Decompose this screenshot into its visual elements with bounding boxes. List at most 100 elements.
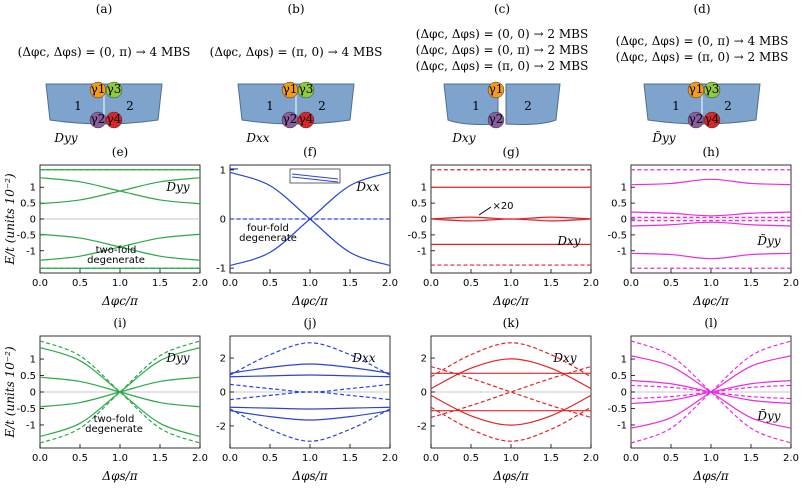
legend-label: Dxx — [355, 180, 379, 194]
series-line — [430, 365, 592, 419]
x-tick-label: 0.0 — [222, 278, 238, 289]
y-tick-label: 0 — [30, 388, 36, 399]
series-line — [430, 218, 592, 222]
panel-label: (h) — [702, 145, 719, 159]
x-tick-label: 0.0 — [623, 278, 639, 289]
series-line — [229, 342, 391, 376]
x-tick-label: 0.0 — [423, 278, 439, 289]
x-tick-label: 1.0 — [703, 278, 719, 289]
mbs-sphere — [703, 81, 721, 99]
x-tick-label: 1.0 — [503, 278, 519, 289]
mbs-label: γ2 — [91, 112, 106, 126]
series-line — [430, 342, 592, 378]
x-axis-label: Δφc/π — [291, 294, 329, 308]
y-tick-label: -0.5 — [407, 230, 427, 241]
x-tick-label: 2.0 — [382, 453, 398, 464]
annotation-text: four-fold — [247, 223, 289, 234]
inset-line — [291, 173, 339, 180]
x-tick-label: 0.0 — [222, 453, 238, 464]
y-tick-label: 2 — [421, 354, 427, 365]
x-tick-label: 0.5 — [262, 278, 278, 289]
x-tick-label: 2.0 — [583, 453, 599, 464]
y-tick-label: 0 — [621, 215, 627, 226]
y-tick-label: -1 — [26, 420, 36, 431]
panel-label: (i) — [113, 316, 126, 330]
panel-label: (k) — [503, 316, 520, 330]
legend-label: D̃yy — [756, 233, 780, 248]
y-tick-label: -1 — [617, 420, 627, 431]
mbs-label: γ2 — [689, 112, 704, 126]
y-tick-label: 0.5 — [20, 371, 36, 382]
mbs-label: γ3 — [299, 82, 314, 96]
series-line — [229, 374, 391, 378]
condition-text: (Δφc, Δφs) = (π, 0) → 4 MBS — [210, 45, 383, 59]
device-label: Dyy — [53, 131, 77, 145]
x-axis-label: Δφc/π — [101, 294, 139, 308]
series-line — [39, 177, 201, 205]
panel-label: (e) — [112, 145, 128, 159]
x-tick-label: 1.0 — [302, 453, 318, 464]
x-axis-label: Δφc/π — [492, 294, 530, 308]
annotation-text: two-fold — [96, 245, 137, 256]
x-tick-label: 0.5 — [463, 453, 479, 464]
y-tick-label: 0.5 — [411, 199, 427, 210]
series-line — [630, 178, 792, 186]
inset-line — [291, 176, 339, 183]
series-line — [630, 221, 792, 227]
x-tick-label: 1.0 — [503, 453, 519, 464]
y-axis-label: E/t (units 10⁻²) — [3, 346, 17, 439]
y-tick-label: 1 — [621, 355, 627, 366]
y-tick-label: -0.5 — [16, 230, 36, 241]
series-line — [39, 376, 201, 408]
block-label-1: 1 — [672, 99, 680, 113]
x-tick-label: 2.0 — [783, 453, 799, 464]
x-tick-label: 1.0 — [302, 278, 318, 289]
y-tick-label: 0 — [421, 388, 427, 399]
series-line — [229, 383, 391, 393]
mbs-label: γ2 — [283, 112, 298, 126]
mbs-label: γ3 — [107, 82, 122, 96]
series-line — [630, 340, 792, 444]
y-tick-label: -0.5 — [607, 404, 627, 415]
block-2 — [505, 83, 561, 125]
x-tick-label: 1.0 — [112, 453, 128, 464]
block-label-1: 1 — [472, 99, 480, 113]
mbs-sphere — [487, 111, 505, 129]
x-tick-label: 0.0 — [32, 453, 48, 464]
y-tick-label: 0.5 — [611, 371, 627, 382]
y-tick-label: -2 — [216, 421, 226, 432]
panel-label: (j) — [303, 316, 316, 330]
mbs-sphere — [297, 81, 315, 99]
condition-text: (Δφc, Δφs) = (0, π) → 4 MBS — [616, 34, 789, 48]
mbs-sphere — [487, 81, 505, 99]
y-tick-label: -1 — [617, 246, 627, 257]
annotation-text: degenerate — [85, 424, 143, 435]
mbs-label: γ1 — [489, 82, 504, 96]
mbs-sphere — [105, 81, 123, 99]
x-tick-label: 2.0 — [783, 278, 799, 289]
legend-label: D̃yy — [756, 408, 780, 423]
x-tick-label: 1.0 — [703, 453, 719, 464]
condition-text: (Δφc, Δφs) = (0, π) → 4 MBS — [18, 45, 191, 59]
annotation-text: degenerate — [239, 233, 297, 244]
mbs-label: γ4 — [705, 112, 720, 126]
x-tick-label: 0.0 — [623, 453, 639, 464]
mbs-label: γ2 — [489, 112, 504, 126]
y-tick-label: 0 — [220, 215, 226, 226]
device-label: D̃yy — [651, 130, 675, 145]
panel-label: (b) — [287, 2, 304, 16]
y-tick-label: -1 — [216, 264, 226, 275]
x-tick-label: 1.0 — [112, 278, 128, 289]
legend-label: Dxy — [552, 351, 576, 365]
mbs-label: γ4 — [107, 112, 122, 126]
series-line — [630, 211, 792, 217]
x-tick-label: 2.0 — [192, 453, 208, 464]
